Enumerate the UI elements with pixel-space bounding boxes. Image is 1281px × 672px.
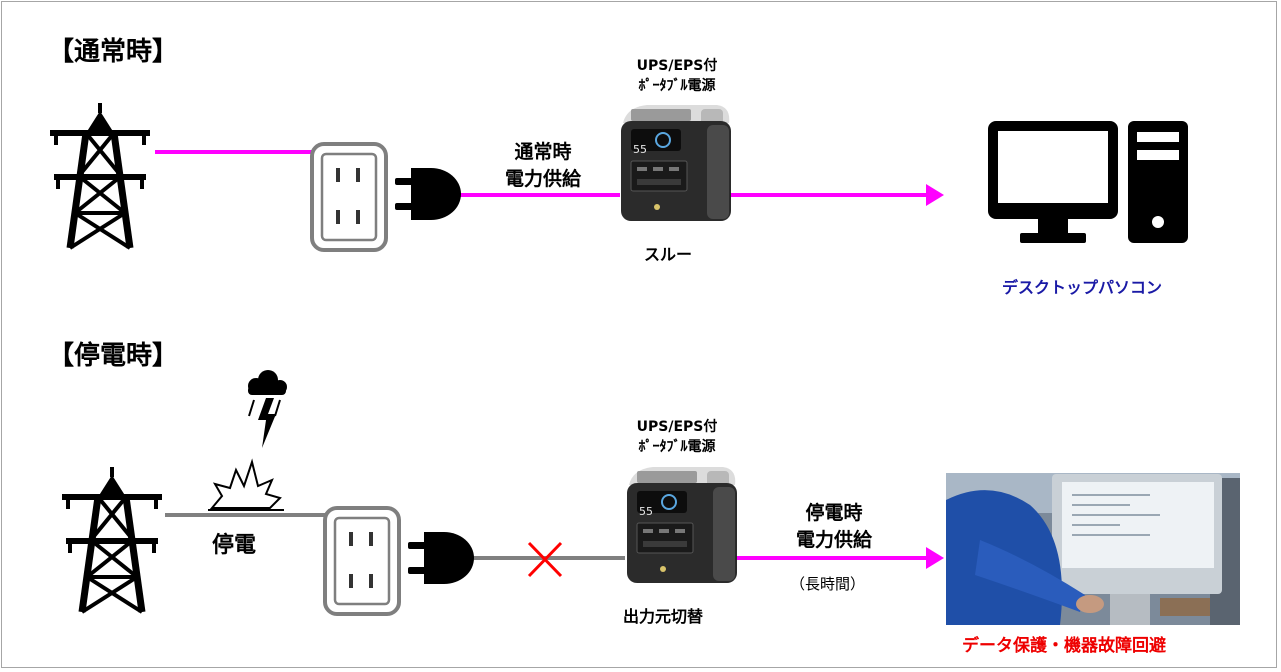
result-label: データ保護・機器故障回避 — [962, 636, 1166, 656]
supply-label-normal: 通常時 電力供給 — [488, 139, 598, 193]
passthrough-label: スルー — [644, 245, 693, 264]
section-heading-outage: 【停電時】 — [48, 341, 179, 371]
power-tower-icon — [50, 103, 150, 248]
device-display-normal: 55 — [633, 143, 647, 156]
switch-label: 出力元切替 — [623, 607, 704, 626]
device-display-outage: 55 — [639, 505, 653, 518]
device-label-line2: ﾎﾟｰﾀﾌﾞﾙ電源 — [638, 78, 716, 94]
device-label-line1: UPS/EPS付 — [636, 58, 718, 74]
thunder-cloud-icon — [248, 370, 287, 448]
wall-outlet-icon — [310, 142, 388, 252]
portable-power-station-image — [626, 466, 738, 584]
arrowhead-icon — [926, 184, 944, 206]
device-label-line1: UPS/EPS付 — [636, 419, 718, 435]
plug-icon — [408, 532, 474, 584]
supply-line2: 電力供給 — [795, 529, 872, 551]
arrowhead-icon — [926, 547, 944, 569]
supply-line1: 停電時 — [805, 502, 863, 524]
desktop-pc-icon — [988, 121, 1188, 243]
outage-label: 停電 — [212, 533, 257, 558]
device-label-outage: UPS/EPS付 ﾎﾟｰﾀﾌﾞﾙ電源 — [617, 417, 737, 457]
duration-label: （長時間） — [790, 575, 866, 593]
device-label-line2: ﾎﾟｰﾀﾌﾞﾙ電源 — [638, 439, 716, 455]
supply-label-outage: 停電時 電力供給 — [779, 500, 889, 554]
office-photo — [946, 473, 1240, 625]
portable-power-station-image — [620, 104, 732, 222]
supply-line2: 電力供給 — [504, 168, 581, 190]
supply-line1: 通常時 — [514, 141, 572, 163]
pc-label: デスクトップパソコン — [1002, 278, 1163, 297]
wall-outlet-icon — [323, 506, 401, 616]
device-label-normal: UPS/EPS付 ﾎﾟｰﾀﾌﾞﾙ電源 — [617, 56, 737, 96]
power-tower-icon — [62, 467, 162, 612]
explosion-icon — [208, 458, 284, 511]
plug-icon — [395, 168, 461, 220]
section-heading-normal: 【通常時】 — [48, 37, 179, 67]
cut-x-icon — [527, 541, 563, 578]
